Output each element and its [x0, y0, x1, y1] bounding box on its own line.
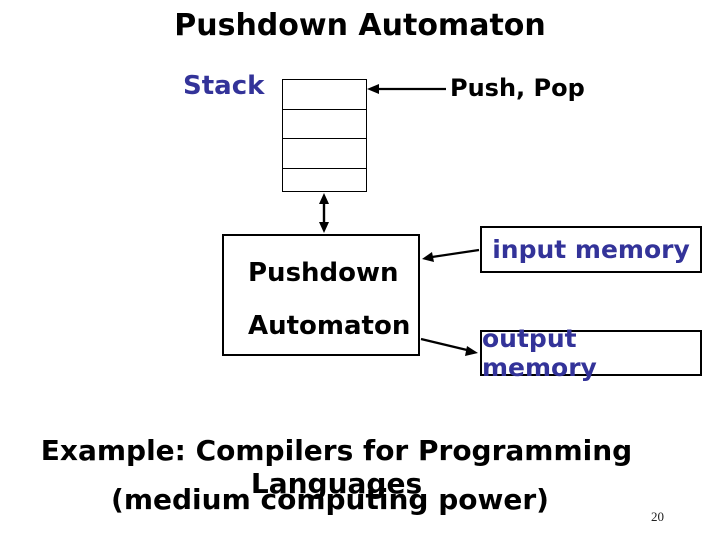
page-number: 20 [651, 509, 664, 524]
stack-cell [283, 139, 366, 169]
stack-cell [283, 110, 366, 139]
pushdown-automaton-box: Pushdown Automaton [222, 234, 420, 356]
slide-title: Pushdown Automaton [174, 8, 546, 43]
stack-label: Stack [183, 71, 265, 101]
stack-cell [283, 80, 366, 110]
output-memory-arrow [420, 337, 478, 356]
example-text-line1: Example: Compilers for Programming Langu… [40, 434, 633, 500]
stack-cell [283, 169, 366, 191]
push-pop-label: Push, Pop [450, 74, 585, 102]
stack-automaton-double-arrow [319, 193, 329, 233]
input-memory-arrow [422, 248, 480, 262]
example-text-line2: (medium computing power) [111, 483, 549, 516]
push-pop-arrow [367, 84, 446, 94]
input-memory-label: input memory [492, 235, 690, 264]
input-memory-box: input memory [480, 226, 702, 273]
output-memory-label: output memory [482, 324, 597, 382]
automaton-box-line2: Automaton [248, 311, 411, 341]
automaton-box-line1: Pushdown [248, 258, 399, 288]
stack-diagram [282, 79, 367, 192]
output-memory-box: output memory [480, 324, 702, 382]
